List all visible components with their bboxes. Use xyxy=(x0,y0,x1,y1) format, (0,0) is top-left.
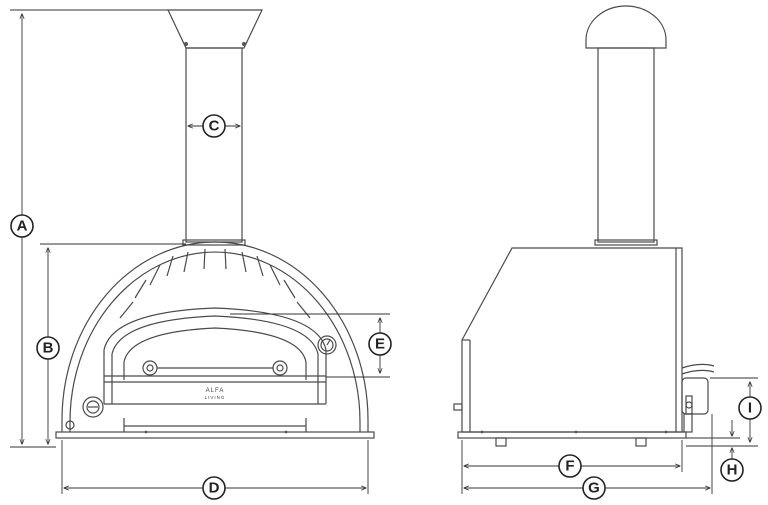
side-oven-body xyxy=(461,247,683,433)
igniter-button xyxy=(65,420,75,430)
label-F: F xyxy=(558,454,582,478)
front-chimney-cap xyxy=(167,9,263,49)
gas-control-knob xyxy=(82,396,104,418)
side-base-plate xyxy=(457,431,687,439)
label-H: H xyxy=(720,458,744,482)
thermometer-gauge xyxy=(317,335,337,355)
label-G: G xyxy=(582,476,606,500)
brand-logo-sub: LIVING xyxy=(205,395,226,400)
side-chimney-cap xyxy=(585,5,667,49)
label-B: B xyxy=(36,336,60,360)
side-gas-valve xyxy=(681,363,715,433)
label-A: A xyxy=(10,214,34,238)
svg-text:C: C xyxy=(209,118,220,135)
door-handle-right xyxy=(272,360,288,376)
door-handle-left xyxy=(142,360,158,376)
front-chimney-collar xyxy=(182,239,246,246)
front-base-plate xyxy=(55,431,375,439)
side-dimensions xyxy=(461,377,758,494)
label-D: D xyxy=(202,476,226,500)
svg-text:F: F xyxy=(565,458,574,475)
side-view xyxy=(453,5,715,447)
label-I: I xyxy=(738,396,762,420)
side-chimney-collar xyxy=(594,239,658,246)
front-door-frame xyxy=(103,307,327,404)
svg-text:B: B xyxy=(43,340,54,357)
front-view: ALFA LIVING xyxy=(55,9,375,439)
brand-logo: ALFA xyxy=(206,388,225,394)
svg-text:G: G xyxy=(588,480,600,497)
label-C: C xyxy=(202,114,226,138)
svg-text:I: I xyxy=(748,400,752,417)
svg-text:D: D xyxy=(209,480,220,497)
front-chimney-pipe xyxy=(185,47,243,243)
front-dimensions xyxy=(10,9,390,494)
svg-text:E: E xyxy=(375,336,385,353)
front-dome-outer xyxy=(61,241,369,432)
svg-text:H: H xyxy=(727,462,738,479)
front-dome-vents xyxy=(119,248,311,319)
label-E: E xyxy=(368,332,392,356)
svg-text:A: A xyxy=(17,218,28,235)
